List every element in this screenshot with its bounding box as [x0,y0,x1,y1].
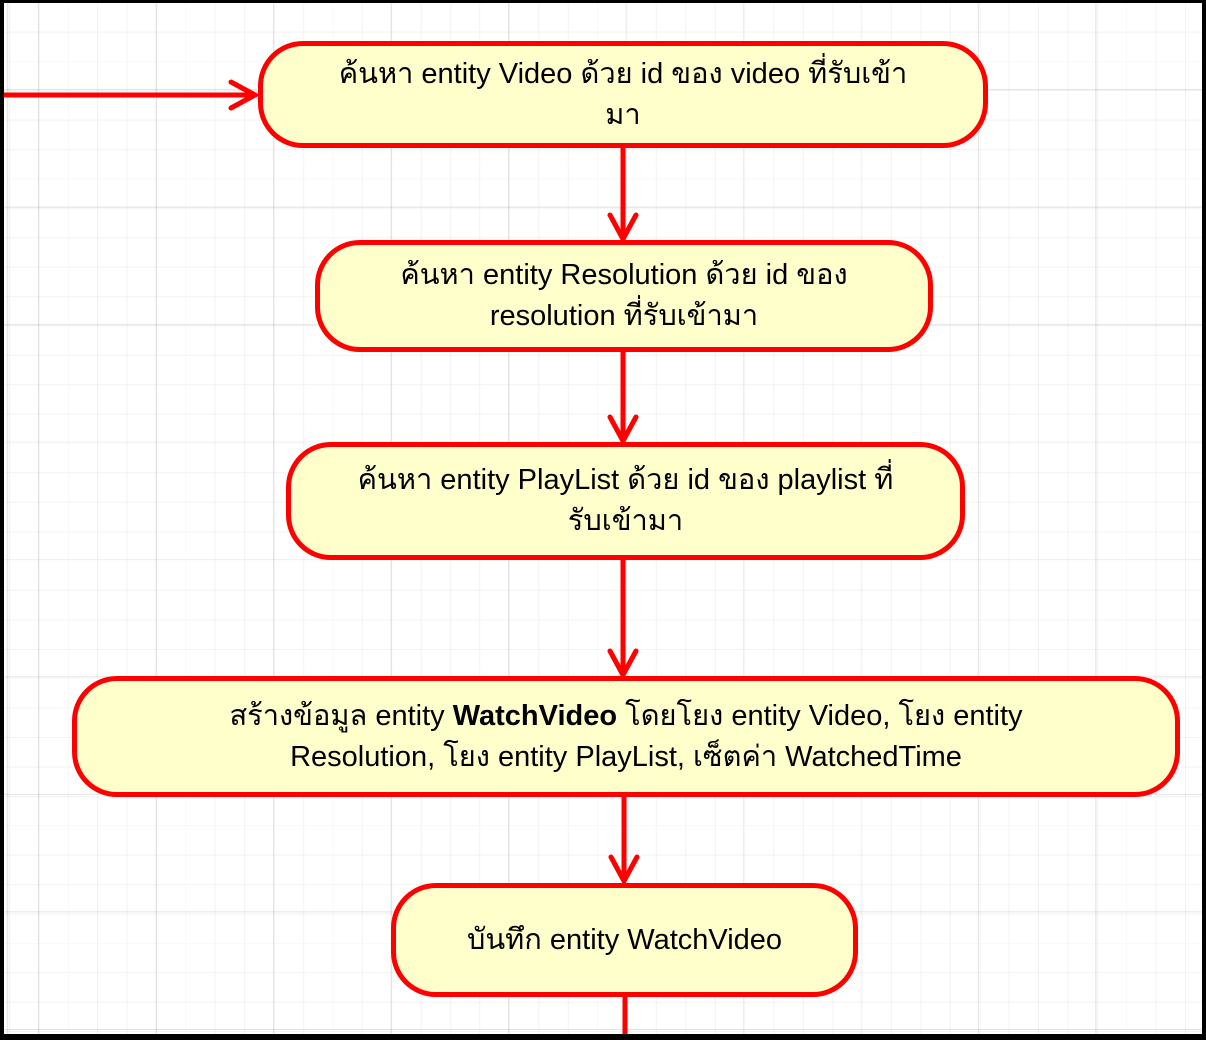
node-text-line: resolution ที่รับเข้ามา [489,300,759,332]
flow-node-find-playlist[interactable]: ค้นหา entity PlayList ด้วย id ของ playli… [286,442,965,560]
node-text-line: สร้างข้อมูล entity WatchVideo โดยโยง ent… [229,696,1022,737]
node-text-line: Resolution, โยง entity PlayList, เซ็ตค่า… [290,740,962,773]
node-text-line: รับเข้ามา [567,505,684,537]
node-text-line: ค้นหา entity PlayList ด้วย id ของ playli… [357,464,894,497]
node-text-line: ค้นหา entity Video ด้วย id ของ video ที่… [338,57,908,90]
flow-node-find-resolution[interactable]: ค้นหา entity Resolution ด้วย id ของ reso… [315,240,933,352]
node-text-line: มา [605,98,641,131]
node-text-segment: สร้างข้อมูล entity [229,699,453,732]
node-text-line: ค้นหา entity Resolution ด้วย id ของ [400,259,848,292]
node-text-line: บันทึก entity WatchVideo [466,923,783,956]
flow-node-find-video[interactable]: ค้นหา entity Video ด้วย id ของ video ที่… [258,41,988,148]
node-text-bold: WatchVideo [452,699,618,732]
node-text-segment: โดยโยง entity Video, โยง entity [617,699,1023,732]
flow-node-create-watchvideo[interactable]: สร้างข้อมูล entity WatchVideo โดยโยง ent… [72,676,1180,797]
flow-node-save-watchvideo[interactable]: บันทึก entity WatchVideo [391,883,858,997]
